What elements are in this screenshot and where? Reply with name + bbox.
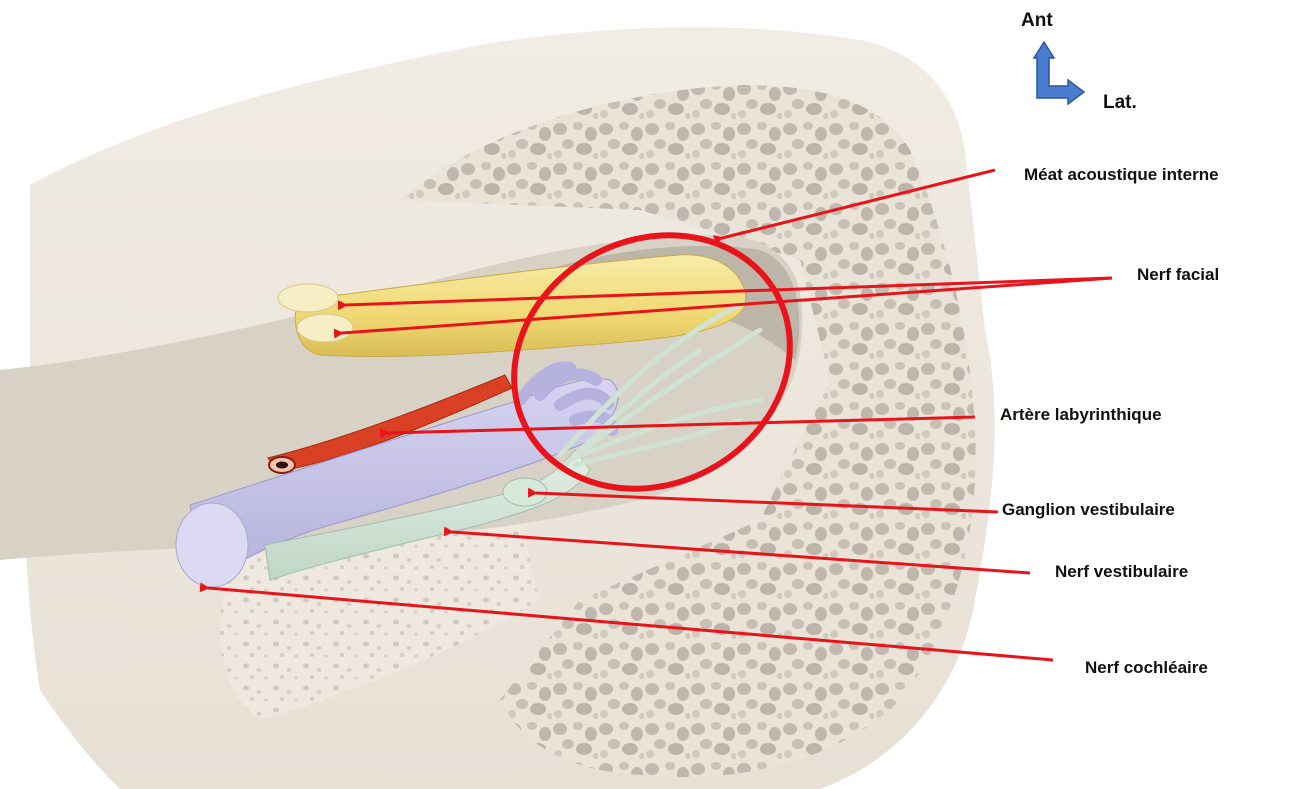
orientation-arrow-icon xyxy=(1034,42,1084,104)
label-ganglion-vestibulaire: Ganglion vestibulaire xyxy=(1002,500,1175,520)
label-nerf-vestibulaire: Nerf vestibulaire xyxy=(1055,562,1188,582)
label-artere-labyrinthique: Artère labyrinthique xyxy=(1000,405,1162,425)
cochlear-nerve-end xyxy=(176,503,248,587)
facial-nerve-end-upper xyxy=(278,284,338,312)
orientation-lateral-label: Lat. xyxy=(1103,92,1137,114)
label-nerf-facial: Nerf facial xyxy=(1137,265,1219,285)
facial-nerve-end-lower xyxy=(297,314,353,342)
label-meat-acoustique-interne: Méat acoustique interne xyxy=(1024,165,1219,185)
orientation-anterior-label: Ant xyxy=(1021,10,1053,32)
label-nerf-cochleaire: Nerf cochléaire xyxy=(1085,658,1208,678)
